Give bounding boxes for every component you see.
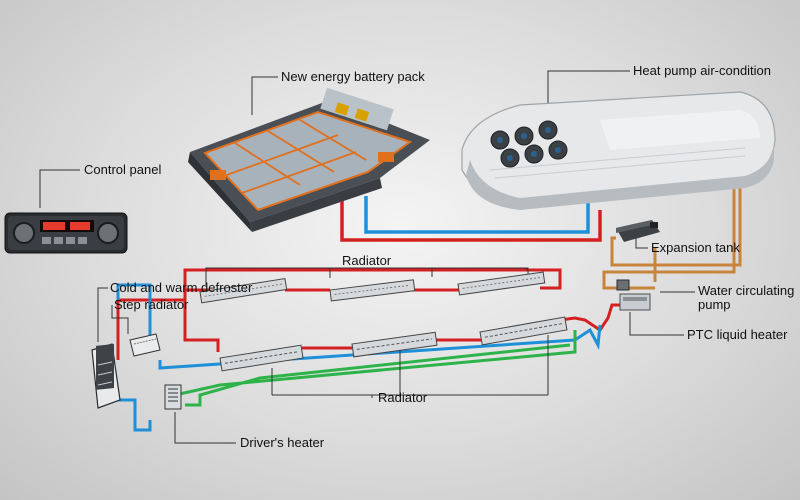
label-defroster: Cold and warm defroster — [110, 280, 253, 295]
leader-ptc-heater — [629, 312, 684, 336]
leader-battery — [251, 76, 278, 115]
label-battery-pack: New energy battery pack — [281, 69, 425, 84]
label-ptc-heater: PTC liquid heater — [687, 327, 788, 342]
coolant-pipe-a — [610, 175, 742, 267]
radiator-cold-pipe — [112, 283, 602, 432]
battery-hot-pipe — [340, 192, 602, 242]
label-heat-pump: Heat pump air-condition — [633, 63, 772, 78]
heat-pump-unit — [461, 91, 776, 210]
label-water-pump-line1: Water circulating — [698, 283, 795, 298]
label-water-pump-line2: pump — [698, 297, 731, 312]
leader-defroster — [97, 287, 108, 342]
leader-radiator-bottom — [271, 335, 549, 398]
ptc-heater-device — [619, 293, 651, 311]
label-drivers-heater: Driver's heater — [240, 435, 325, 450]
battery-cold-pipe — [364, 196, 590, 234]
defroster-device — [91, 343, 121, 409]
leader-radiator-top — [205, 267, 529, 285]
leader-drivers-heater — [174, 412, 236, 444]
expansion-tank-device — [616, 220, 660, 242]
label-step-radiator: Step radiator — [114, 297, 189, 312]
leader-heat-pump — [547, 70, 630, 115]
control-panel-device — [4, 212, 128, 254]
step-radiator-device — [129, 333, 161, 357]
battery-pack — [188, 87, 430, 232]
label-radiator-bottom: Radiator — [378, 390, 428, 405]
leader-control-panel — [39, 169, 80, 208]
green-pipe — [174, 330, 577, 407]
water-pump-device — [616, 279, 630, 291]
top-radiators — [199, 271, 546, 304]
label-control-panel: Control panel — [84, 162, 162, 177]
leader-step-radiator — [111, 305, 129, 334]
bottom-radiators — [219, 316, 568, 372]
radiator-hot-pipe — [116, 268, 625, 360]
label-radiator-top: Radiator — [342, 253, 392, 268]
drivers-heater-device — [164, 384, 182, 410]
leader-expansion-tank — [635, 238, 648, 249]
label-expansion-tank: Expansion tank — [651, 240, 740, 255]
